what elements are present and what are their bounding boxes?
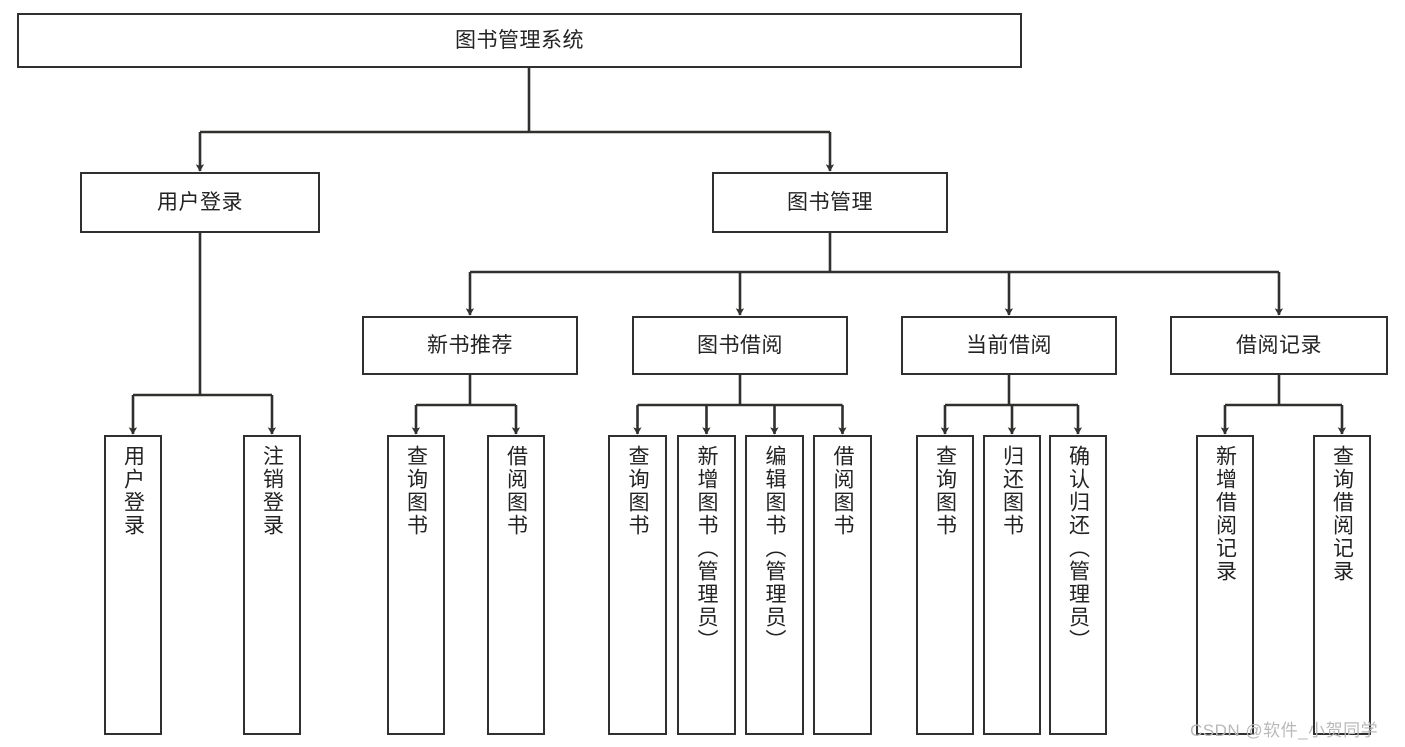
node-label: 归还图书 (1000, 445, 1024, 537)
leaf-borrow-book-recommend[interactable]: 借阅图书 (487, 435, 545, 735)
leaf-add-borrow-record[interactable]: 新增借阅记录 (1196, 435, 1254, 735)
node-label: 新书推荐 (427, 333, 513, 357)
node-label: 查询图书 (933, 445, 957, 537)
node-label: 图书管理系统 (455, 28, 584, 52)
leaf-return-book[interactable]: 归还图书 (983, 435, 1041, 735)
node-label: 编辑图书（管理员） (763, 445, 786, 652)
node-label: 新增图书（管理员） (695, 445, 718, 652)
node-label: 用户登录 (121, 445, 145, 537)
node-new-book-recommend[interactable]: 新书推荐 (362, 316, 578, 375)
connector-group (128, 68, 1347, 435)
leaf-query-book-current[interactable]: 查询图书 (916, 435, 974, 735)
node-label: 借阅图书 (831, 445, 854, 537)
leaf-query-book-borrow[interactable]: 查询图书 (608, 435, 667, 735)
node-label: 借阅记录 (1236, 333, 1322, 357)
leaf-query-book-recommend[interactable]: 查询图书 (387, 435, 445, 735)
node-label: 新增借阅记录 (1213, 445, 1237, 583)
leaf-borrow-book[interactable]: 借阅图书 (813, 435, 872, 735)
node-root-system[interactable]: 图书管理系统 (17, 13, 1022, 68)
leaf-query-borrow-record[interactable]: 查询借阅记录 (1313, 435, 1371, 735)
node-label: 图书管理 (787, 190, 873, 214)
node-label: 注销登录 (260, 445, 284, 537)
node-label: 确认归还（管理员） (1066, 445, 1090, 652)
node-borrow-record[interactable]: 借阅记录 (1170, 316, 1388, 375)
leaf-edit-book-admin[interactable]: 编辑图书（管理员） (745, 435, 804, 735)
node-label: 借阅图书 (504, 445, 528, 537)
node-book-manage[interactable]: 图书管理 (712, 172, 948, 233)
leaf-confirm-return-admin[interactable]: 确认归还（管理员） (1049, 435, 1107, 735)
leaf-user-logout[interactable]: 注销登录 (243, 435, 301, 735)
leaf-user-login[interactable]: 用户登录 (104, 435, 162, 735)
node-label: 查询借阅记录 (1330, 445, 1354, 583)
node-current-borrow[interactable]: 当前借阅 (901, 316, 1117, 375)
node-label: 图书借阅 (697, 333, 783, 357)
node-label: 查询图书 (626, 445, 649, 537)
node-label: 用户登录 (157, 190, 243, 214)
node-label: 查询图书 (404, 445, 428, 537)
node-label: 当前借阅 (966, 333, 1052, 357)
node-user-login[interactable]: 用户登录 (80, 172, 320, 233)
node-book-borrow[interactable]: 图书借阅 (632, 316, 848, 375)
leaf-add-book-admin[interactable]: 新增图书（管理员） (677, 435, 736, 735)
